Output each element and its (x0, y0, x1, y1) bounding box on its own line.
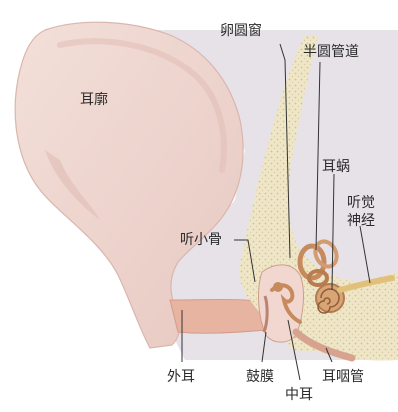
label-middle-ear: 中耳 (285, 388, 313, 402)
label-oval-window: 卵圆窗 (220, 24, 262, 38)
malleus-head (273, 282, 283, 292)
label-ossicles: 听小骨 (180, 233, 222, 247)
label-eustachian-tube: 耳咽管 (322, 370, 364, 384)
label-auricle: 耳廓 (80, 93, 108, 107)
label-semicircular-canals: 半圆管道 (303, 45, 359, 59)
label-auditory-nerve: 听觉神经 (347, 194, 381, 230)
label-outer-ear: 外耳 (167, 370, 195, 384)
label-eardrum: 鼓膜 (246, 370, 274, 384)
label-cochlea: 耳蜗 (322, 160, 350, 174)
